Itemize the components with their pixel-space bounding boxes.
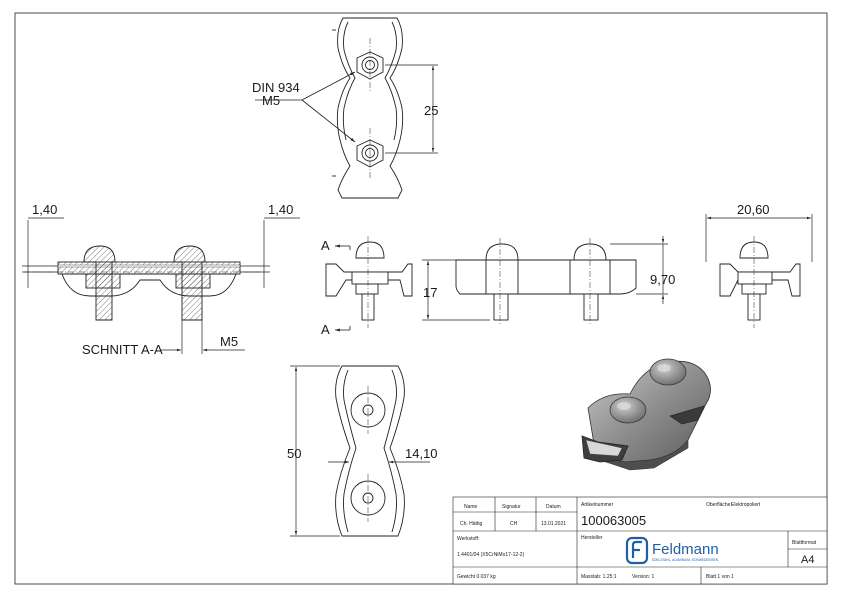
tb-blattformat-label: Blattformat — [792, 540, 817, 546]
dim-17-lines — [422, 259, 490, 321]
dim-17: 17 — [423, 285, 437, 300]
side-view — [455, 238, 637, 326]
sheet-border — [14, 12, 828, 585]
dim-2060: 20,60 — [737, 202, 770, 217]
dim-140-lines — [22, 217, 300, 288]
dim-140-right: 1,40 — [268, 202, 293, 217]
dim-50: 50 — [287, 446, 301, 461]
m5-top-label: M5 — [262, 93, 280, 108]
tb-col-datum: Datum — [546, 504, 561, 510]
tb-datum-value: 13.01.2021 — [541, 521, 566, 527]
tb-col-signatur: Signatur — [502, 504, 521, 510]
front-view — [325, 236, 413, 328]
end-view — [719, 236, 801, 328]
bottom-view — [335, 365, 405, 537]
tb-col-name: Name — [464, 504, 478, 510]
tb-version: Version: 1 — [632, 574, 654, 580]
section-a-bottom: A — [321, 322, 330, 337]
top-view — [332, 17, 404, 199]
dim-1410: 14,10 — [405, 446, 438, 461]
dim-970-lines — [610, 236, 668, 304]
tb-oberflaeche-label: Oberfläche: — [706, 502, 732, 508]
dim-25: 25 — [424, 103, 438, 118]
section-view — [24, 245, 260, 321]
dim-970: 9,70 — [650, 272, 675, 287]
dim-25-lines — [385, 64, 438, 154]
tb-artikelnummer-label: Artikelnummer — [581, 502, 614, 508]
din-leader — [255, 71, 356, 143]
tb-signatur-value: CH — [510, 521, 518, 527]
dim-2060-lines — [705, 214, 813, 262]
tb-name-value: Ch. Hättig — [460, 521, 482, 527]
tb-massstab: Masstab: 1.25:1 — [581, 574, 617, 580]
isometric-render — [581, 358, 711, 471]
schnitt-label: SCHNITT A-A — [82, 342, 163, 357]
dim-m5-lines — [160, 320, 245, 354]
m5-bottom-label: M5 — [220, 334, 238, 349]
tb-werkstoff-label: Werkstoff: — [457, 536, 479, 542]
dim-140-left: 1,40 — [32, 202, 57, 217]
tb-werkstoff-value: 1.4401/04 (X5CrNiMo17-12-2) — [457, 552, 525, 558]
section-a-top: A — [321, 238, 330, 253]
tb-artikelnummer-value: 100063005 — [581, 513, 646, 528]
dim-50-lines — [290, 365, 340, 537]
tb-hersteller-label: Hersteller — [581, 535, 603, 541]
din-934-label: DIN 934 — [252, 80, 300, 95]
brand-tagline: EDELSTAHL, ALUMINIUM, SCHMIEDEEISEN — [652, 558, 719, 562]
brand-name: Feldmann — [652, 541, 719, 558]
tb-gewicht: Gewicht 0.037 kg — [457, 574, 496, 580]
feldmann-logo: Feldmann EDELSTAHL, ALUMINIUM, SCHMIEDEE… — [625, 536, 719, 565]
tb-blatt: Blatt 1 von 1 — [706, 574, 734, 580]
tb-oberflaeche-value: Elektropoliert — [731, 502, 761, 508]
title-block — [452, 496, 828, 585]
tb-blattformat-value: A4 — [801, 554, 814, 566]
section-arrows — [335, 244, 351, 332]
